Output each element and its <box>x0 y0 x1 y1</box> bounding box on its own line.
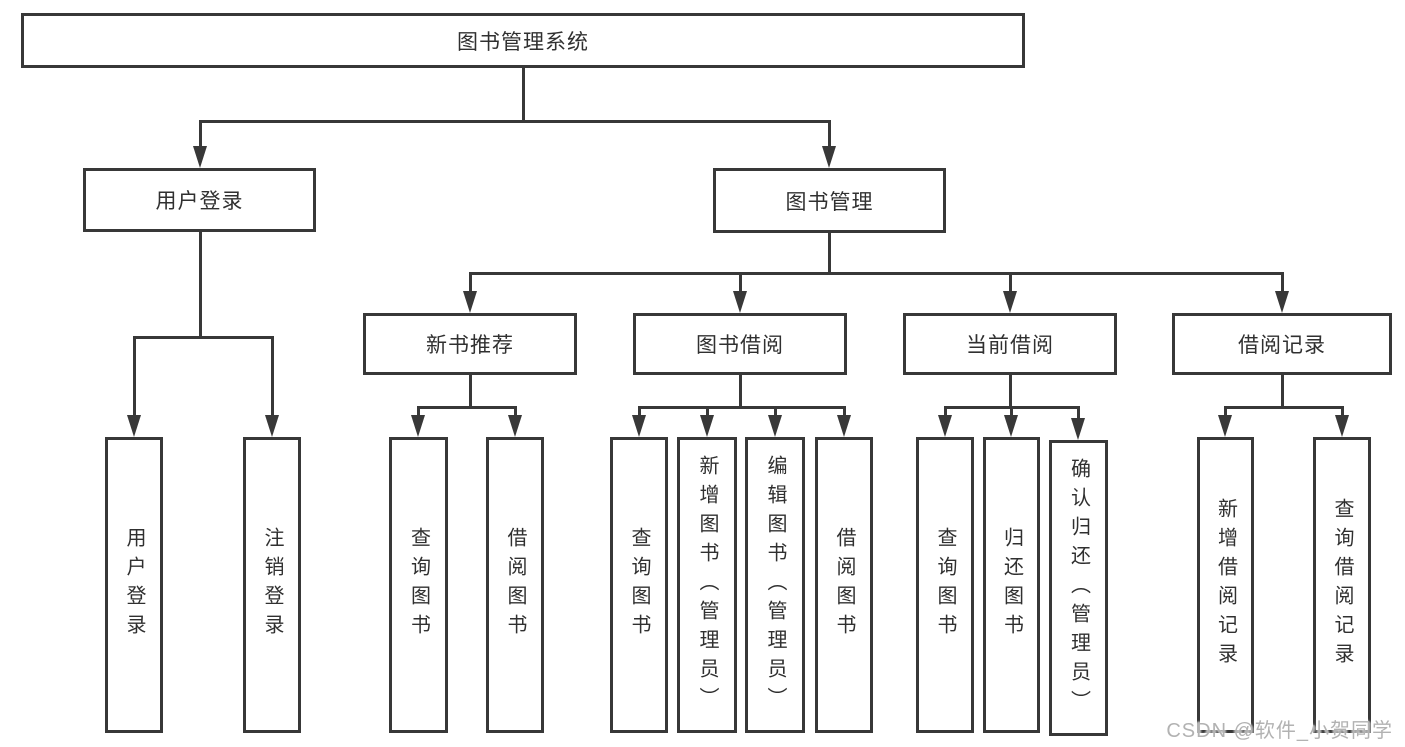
connector-book-mgmt-rail <box>468 272 1284 275</box>
leaf-edit-book-admin: 编辑图书（管理员） <box>745 437 805 733</box>
leaf-label: 新增图书（管理员） <box>696 454 718 716</box>
node-new-book-recommend: 新书推荐 <box>363 313 577 375</box>
arrowhead <box>700 415 714 437</box>
leaf-borrow-books: 借阅图书 <box>815 437 873 733</box>
connector-stem <box>1008 375 1012 406</box>
connector-drop <box>842 406 846 415</box>
arrowhead <box>632 415 646 437</box>
arrowhead <box>508 415 522 437</box>
connector-drop <box>943 406 947 415</box>
connector-book-mgmt-stem <box>827 233 831 272</box>
arrowhead <box>821 146 836 168</box>
connector-drop <box>1009 406 1013 415</box>
leaf-add-book-admin: 新增图书（管理员） <box>677 437 737 733</box>
node-book-management: 图书管理 <box>713 168 946 233</box>
arrowhead <box>265 415 279 437</box>
node-label: 图书管理 <box>785 190 874 214</box>
connector-drop <box>1076 406 1080 418</box>
leaf-label: 编辑图书（管理员） <box>764 454 786 716</box>
node-label: 图书借阅 <box>696 334 784 357</box>
connector-drop <box>773 406 777 415</box>
connector-user-login-rail <box>132 336 274 339</box>
connector-stem <box>468 375 472 406</box>
leaf-query-books-recommend: 查询图书 <box>389 437 448 733</box>
connector-drop <box>1340 406 1344 415</box>
connector-drop <box>827 120 831 146</box>
connector-stem <box>1280 375 1284 406</box>
connector-drop <box>416 406 420 415</box>
leaf-query-books-borrow: 查询图书 <box>610 437 668 733</box>
leaf-user-login: 用户登录 <box>105 437 163 733</box>
arrowhead <box>837 415 851 437</box>
leaf-label: 归还图书 <box>1000 527 1023 643</box>
node-label: 用户登录 <box>155 190 244 213</box>
connector-drop <box>132 336 136 415</box>
arrowhead <box>1004 415 1018 437</box>
node-book-borrowing: 图书借阅 <box>633 313 847 375</box>
connector-rail <box>416 406 517 409</box>
arrowhead <box>733 291 747 313</box>
leaf-label: 确认归还（管理员） <box>1067 457 1090 719</box>
connector-stem <box>738 375 742 406</box>
connector-drop <box>198 120 202 146</box>
connector-drop <box>738 272 742 291</box>
connector-drop <box>637 406 641 415</box>
connector-drop <box>468 272 472 291</box>
connector-rail <box>1223 406 1344 409</box>
leaf-query-borrow-record: 查询借阅记录 <box>1313 437 1371 733</box>
leaf-label: 查询图书 <box>628 527 650 643</box>
arrowhead <box>1071 418 1085 440</box>
leaf-return-book: 归还图书 <box>983 437 1040 733</box>
leaf-label: 查询图书 <box>934 527 956 643</box>
connector-rail <box>637 406 846 409</box>
node-label: 当前借阅 <box>966 334 1054 357</box>
connector-drop <box>1280 272 1284 291</box>
arrowhead <box>463 291 477 313</box>
arrowhead <box>1275 291 1289 313</box>
arrowhead <box>1218 415 1232 437</box>
node-borrowing-records: 借阅记录 <box>1172 313 1392 375</box>
arrowhead <box>127 415 141 437</box>
arrowhead <box>938 415 952 437</box>
connector-drop <box>270 336 274 415</box>
leaf-borrow-books-recommend: 借阅图书 <box>486 437 544 733</box>
connector-user-login-stem <box>198 232 202 336</box>
arrowhead <box>768 415 782 437</box>
connector-root-rail <box>198 120 831 123</box>
arrowhead <box>192 146 207 168</box>
connector-drop <box>705 406 709 415</box>
connector-drop <box>1223 406 1227 415</box>
leaf-add-borrow-record: 新增借阅记录 <box>1197 437 1254 733</box>
leaf-label: 借阅图书 <box>504 527 526 643</box>
leaf-confirm-return-admin: 确认归还（管理员） <box>1049 440 1108 736</box>
leaf-label: 注销登录 <box>261 527 283 643</box>
node-current-borrowing: 当前借阅 <box>903 313 1117 375</box>
connector-drop <box>513 406 517 415</box>
arrowhead <box>1335 415 1349 437</box>
arrowhead <box>1003 291 1017 313</box>
connector-drop <box>1008 272 1012 291</box>
leaf-query-books-current: 查询图书 <box>916 437 974 733</box>
node-label: 图书管理系统 <box>457 30 589 54</box>
node-label: 借阅记录 <box>1238 334 1326 357</box>
arrowhead <box>411 415 425 437</box>
connector-root-stem <box>521 68 525 120</box>
leaf-label: 借阅图书 <box>833 527 855 643</box>
leaf-label: 查询图书 <box>407 527 430 643</box>
node-label: 新书推荐 <box>426 334 514 357</box>
csdn-watermark: CSDN @软件_小贺同学 <box>1166 720 1393 742</box>
leaf-label: 用户登录 <box>123 527 145 643</box>
leaf-label: 查询借阅记录 <box>1331 498 1353 672</box>
leaf-logout: 注销登录 <box>243 437 301 733</box>
node-user-login: 用户登录 <box>83 168 316 232</box>
node-library-management-system: 图书管理系统 <box>21 13 1025 68</box>
leaf-label: 新增借阅记录 <box>1214 498 1237 672</box>
